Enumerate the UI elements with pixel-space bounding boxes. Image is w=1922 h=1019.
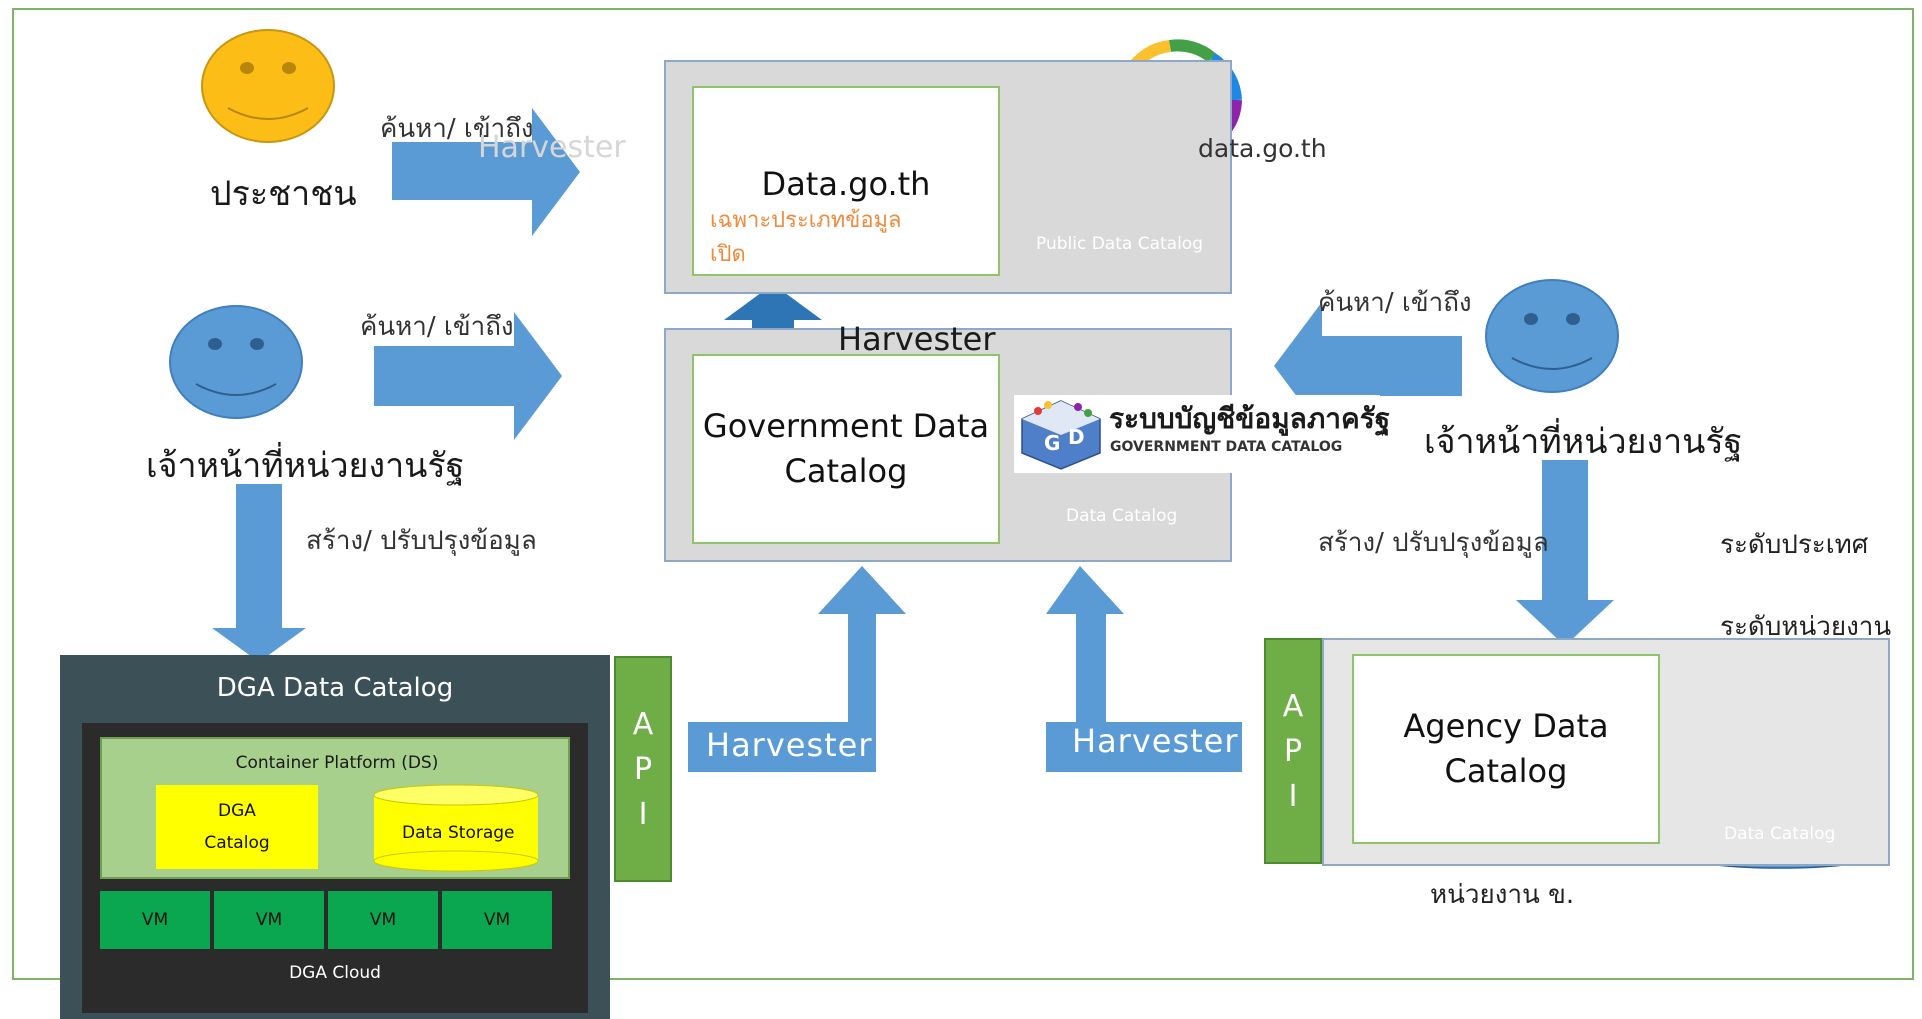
level-agency-label: ระดับหน่วยงาน [1720, 612, 1892, 642]
gdc-title-line1: Government Data [702, 407, 990, 446]
gdc-logo: G D ระบบบัญชีข้อมูลภาครัฐ GOVERNMENT DAT… [1014, 395, 1390, 473]
gdc-box: Government Data Catalog [692, 354, 1000, 544]
api-letter: A [632, 706, 654, 742]
arrow-officer-down-to-dga [212, 484, 306, 662]
container-platform-label: Container Platform (DS) [235, 753, 439, 773]
level-national-label: ระดับประเทศ [1720, 530, 1869, 560]
agency-data-catalog-label: Data Catalog [1724, 824, 1836, 844]
gdc-title-line2: Catalog [784, 452, 908, 490]
citizen-face-icon [201, 29, 335, 143]
agency-title-line2: Catalog [1444, 752, 1568, 790]
harvester-left-label: Harvester [706, 726, 873, 764]
vm-box: VM [328, 891, 438, 949]
dga-cloud-label: DGA Cloud [289, 963, 381, 983]
harvester-right-label: Harvester [1072, 722, 1239, 760]
agency-title-line1: Agency Data [1403, 707, 1609, 746]
data-go-th-title: Data.go.th [761, 165, 931, 203]
api-block-right: A P I [1264, 638, 1322, 864]
arrow-officer-to-gdc [374, 312, 562, 440]
api-letter: P [633, 751, 653, 787]
gdc-harvester-label: Harvester [838, 320, 996, 358]
dga-inner-panel: Container Platform (DS) DGA Catalog Data… [82, 723, 588, 1013]
flow-search-access-right: ค้นหา/ เข้าถึง [1318, 288, 1472, 318]
api-letter: I [1288, 778, 1298, 814]
flow-create-update-left: สร้าง/ ปรับปรุงข้อมูล [306, 526, 537, 556]
api-letter: I [638, 796, 648, 832]
gdc-data-catalog-label: Data Catalog [1066, 506, 1178, 526]
api-block-left: A P I [614, 656, 672, 882]
gov-officer-right-label: เจ้าหน้าที่หน่วยงานรัฐ [1424, 422, 1743, 462]
dga-title: DGA Data Catalog [216, 673, 454, 703]
data-go-th-logo-text: data.go.th [1198, 134, 1327, 163]
arrow-officer-down-to-agency [1516, 460, 1614, 646]
flow-search-access-mid: ค้นหา/ เข้าถึง [360, 312, 514, 342]
data-go-th-subtitle-1: เฉพาะประเภทข้อมูล [710, 208, 902, 233]
dga-catalog-line2: Catalog [204, 833, 270, 853]
flow-search-access-top: ค้นหา/ เข้าถึง [380, 114, 534, 144]
citizen-label: ประชาชน [210, 174, 357, 214]
data-go-th-subtitle-2: เปิด [710, 242, 746, 267]
officer-face-left-icon [169, 305, 303, 419]
dga-catalog-box: DGA Catalog [156, 785, 318, 869]
arrow-citizen-to-datagoth [392, 108, 580, 236]
dga-catalog-line1: DGA [218, 800, 256, 821]
gov-officer-left-label: เจ้าหน้าที่หน่วยงานรัฐ [146, 446, 465, 486]
data-go-th-box: Data.go.th เฉพาะประเภทข้อมูล เปิด [692, 86, 1000, 276]
public-data-catalog-label: Public Data Catalog [1036, 234, 1203, 254]
gdc-logo-english-text: GOVERNMENT DATA CATALOG [1110, 439, 1343, 455]
arrow-gdc-up-to-datagoth [724, 284, 822, 354]
diagram-frame [12, 8, 1914, 980]
vm-box: VM [214, 891, 324, 949]
harvester-arrow-right-shape [1046, 566, 1232, 772]
dga-data-catalog-block: DGA Data Catalog Container Platform (DS)… [60, 655, 610, 1019]
api-letter: P [1283, 733, 1303, 769]
container-platform: Container Platform (DS) DGA Catalog Data… [100, 737, 570, 879]
agency-caption: หน่วยงาน ข. [1430, 880, 1575, 910]
harvester-arrow-right-body [1046, 722, 1242, 772]
harvester-faded-label: Harvester [478, 130, 626, 165]
gdc-logo-thai-text: ระบบบัญชีข้อมูลภาครัฐ [1109, 402, 1391, 435]
flow-create-update-right: สร้าง/ ปรับปรุงข้อมูล [1318, 528, 1549, 558]
vm-box: VM [100, 891, 210, 949]
gdc-logo-letter-g: G [1044, 431, 1061, 455]
harvester-arrow-left-shape [688, 566, 906, 772]
data-storage-db-icon [373, 784, 539, 872]
gdc-logo-cube-icon [1021, 400, 1101, 470]
data-storage-label: Data Storage [402, 823, 515, 843]
vm-box: VM [442, 891, 552, 949]
officer-face-right-icon [1485, 279, 1619, 393]
agency-box: Agency Data Catalog [1352, 654, 1660, 844]
api-letter: A [1282, 688, 1304, 724]
gdc-logo-letter-d: D [1068, 425, 1085, 449]
